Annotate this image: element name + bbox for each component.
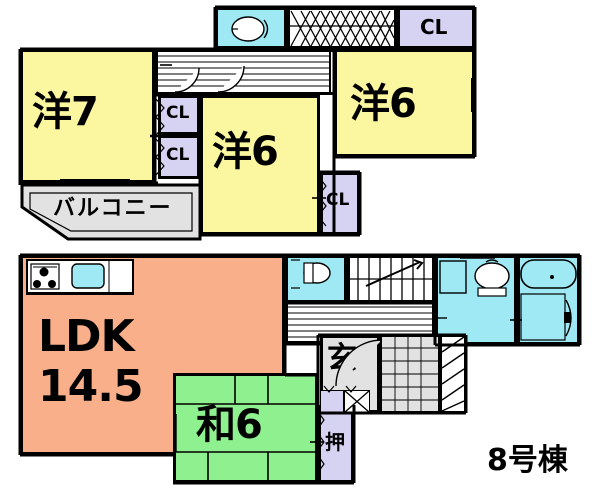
room-tatami-label: 和6 [196,402,263,448]
shoe-closet-upper [344,390,370,413]
room-toilet-2f [215,7,287,49]
kitchen-counter [26,259,134,294]
closet-cl-lower [158,135,200,179]
closet-cl-upper-label: CL [166,103,190,123]
room-bedroom-west-label: 洋7 [32,89,99,135]
room-bath [517,255,580,345]
room-bedroom-center-label: 洋6 [212,129,279,175]
room-toilet-1f [285,255,347,303]
closet-shoe [320,390,344,413]
room-washroom [435,255,517,345]
entrance-porch [380,335,440,413]
room-tatami [173,373,318,483]
room-ldk-size: 14.5 [38,361,144,412]
building-number-label: 8号棟 [487,443,568,478]
closet-oshiire-label: 押 [325,430,345,454]
room-ldk-label: LDK [38,311,135,362]
balcony-shape [20,183,202,241]
closet-cl-northeast-label: CL [420,15,448,39]
closet-cl-center-label: CL [326,190,350,210]
room-entrance-label: 玄 [327,341,357,376]
balcony [20,183,202,241]
closet-cl-lower-label: CL [166,145,190,165]
room-bedroom-east-label: 洋6 [350,81,417,127]
room-bedroom-center [200,95,320,235]
stairs-2f [287,7,397,49]
balcony-label: バルコニー [53,196,173,221]
stairs-1f [347,255,435,303]
porch-step [440,335,466,413]
